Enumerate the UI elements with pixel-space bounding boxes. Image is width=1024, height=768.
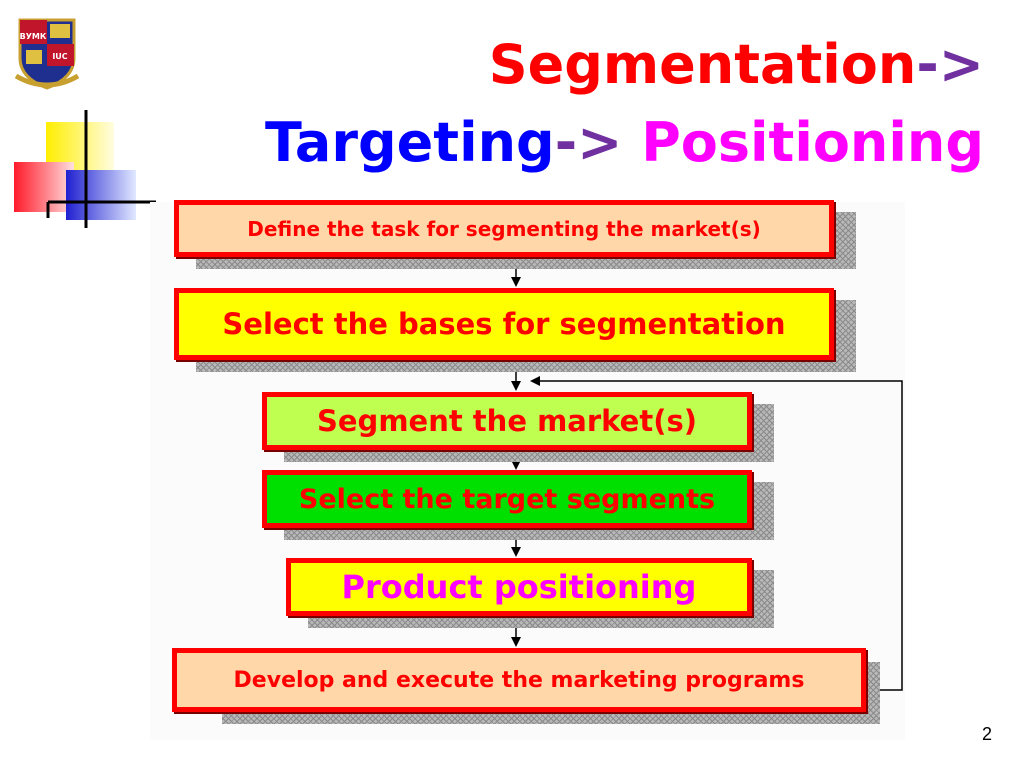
colored-squares-crosshair-icon	[14, 110, 156, 228]
title-separator: ->	[554, 111, 623, 174]
title-line-1: Segmentation->	[489, 38, 984, 92]
university-crest-icon: ВУМК IUC	[14, 18, 80, 90]
title-word-targeting: Targeting	[265, 111, 555, 174]
step-define-task: Define the task for segmenting the marke…	[174, 200, 834, 257]
title-separator: ->	[916, 33, 984, 96]
step-label: Select the bases for segmentation	[222, 307, 786, 341]
step-develop-execute: Develop and execute the marketing progra…	[172, 648, 866, 712]
step-label: Select the target segments	[298, 483, 716, 515]
step-select-target: Select the target segments	[262, 470, 752, 528]
svg-text:IUC: IUC	[52, 52, 67, 61]
title-line-2: Targeting-> Positioning	[265, 116, 984, 170]
title-word-positioning: Positioning	[641, 111, 984, 174]
feedback-loop-arrow	[530, 376, 903, 691]
step-select-bases: Select the bases for segmentation	[174, 288, 834, 360]
step-segment-market: Segment the market(s)	[262, 392, 752, 450]
step-label: Develop and execute the marketing progra…	[233, 667, 805, 693]
svg-text:ВУМК: ВУМК	[20, 32, 47, 41]
step-label: Product positioning	[341, 568, 697, 606]
step-product-positioning: Product positioning	[286, 558, 752, 616]
step-label: Segment the market(s)	[317, 404, 697, 438]
title-word-segmentation: Segmentation	[488, 33, 917, 96]
step-label: Define the task for segmenting the marke…	[247, 216, 761, 241]
page-number: 2	[981, 724, 992, 744]
